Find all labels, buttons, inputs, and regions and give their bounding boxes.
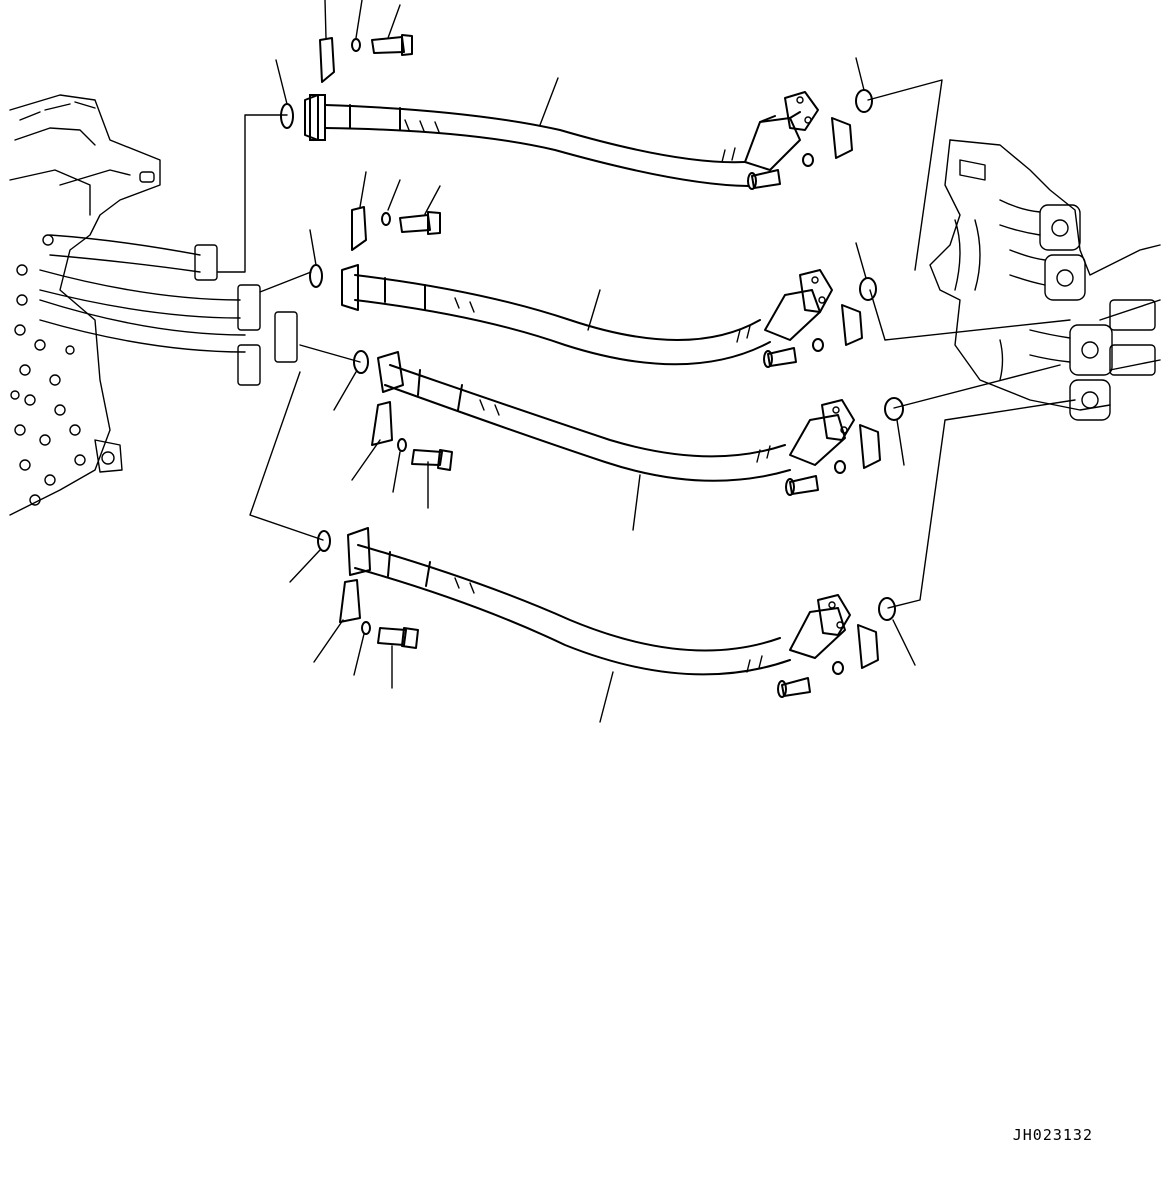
drawing-reference-code: JH023132: [1012, 1126, 1093, 1144]
o-ring: [353, 350, 369, 374]
o-ring: [884, 397, 904, 421]
callout-leaders: [275, 0, 916, 723]
o-ring: [317, 530, 331, 552]
connection-leader-lines: [217, 79, 1076, 609]
hose-1[interactable]: [304, 91, 819, 187]
o-ring: [309, 264, 323, 288]
o-ring: [859, 277, 877, 301]
o-ring: [280, 103, 294, 129]
hose-2[interactable]: [341, 264, 833, 366]
hose-3[interactable]: [377, 351, 855, 482]
o-ring: [855, 89, 873, 113]
pump-assembly-body: [929, 139, 1161, 421]
right-fasteners: [747, 117, 881, 698]
control-valve-body: [9, 94, 298, 516]
hose-4[interactable]: [347, 527, 851, 676]
o-rings: [280, 89, 904, 621]
o-ring: [878, 597, 896, 621]
left-fasteners: [319, 34, 453, 649]
